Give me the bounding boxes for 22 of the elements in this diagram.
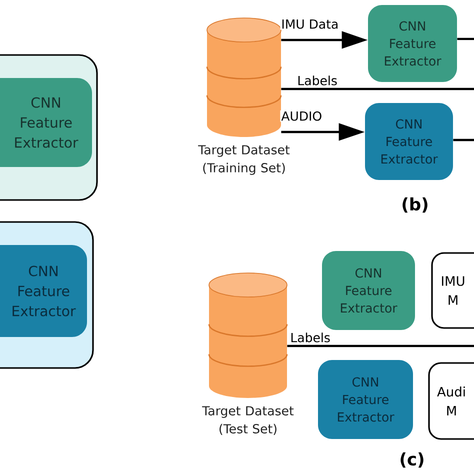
- dataset-caption: Target Dataset (Training Set): [198, 145, 290, 175]
- edge-label: Labels: [289, 332, 332, 344]
- feature-extractor-box: CNN Feature Extractor: [322, 251, 415, 330]
- feature-extractor-box: CNN Feature Extractor: [318, 360, 413, 439]
- connector-line: [457, 38, 474, 40]
- feature-extractor-box: CNN Feature Extractor: [368, 5, 457, 82]
- connector-line: [281, 88, 474, 90]
- database-cylinder: [206, 18, 282, 137]
- model-box: IMU M: [431, 252, 474, 329]
- dataset-caption: Target Dataset (Test Set): [202, 406, 294, 435]
- edge-label: IMU Data: [280, 18, 340, 30]
- edge-label: Labels: [296, 74, 338, 86]
- connector-line: [287, 344, 474, 348]
- panel-label: (b): [402, 197, 428, 213]
- feature-extractor-box: CNN Feature Extractor: [0, 78, 92, 167]
- panel-label: (c): [400, 452, 424, 468]
- connector-line: [453, 138, 474, 142]
- feature-extractor-box: CNN Feature Extractor: [365, 103, 453, 180]
- model-box: Audi M: [428, 362, 474, 440]
- edge-label: AUDIO: [280, 110, 324, 122]
- feature-extractor-box: CNN Feature Extractor: [0, 245, 87, 337]
- database-cylinder: [208, 272, 288, 398]
